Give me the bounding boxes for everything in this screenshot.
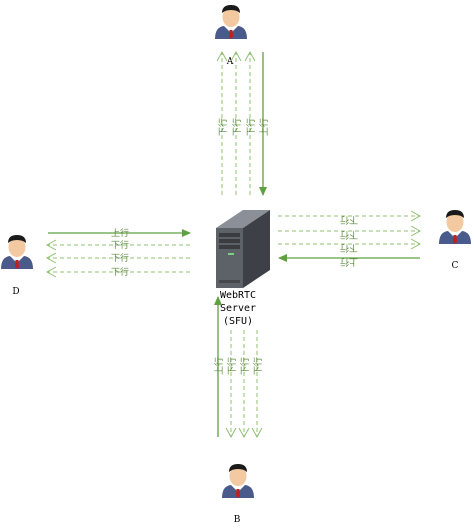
server-label-line1: WebRTC bbox=[220, 290, 256, 301]
a-downlink-3-label: 下行 bbox=[245, 118, 257, 136]
b-downlink-1-label: 下行 bbox=[226, 357, 238, 375]
a-downlink-1-label: 下行 bbox=[217, 118, 229, 136]
a-uplink-label: 上行 bbox=[258, 118, 270, 136]
user-b-label: B bbox=[234, 515, 241, 525]
user-d-avatar bbox=[1, 235, 33, 269]
b-downlink-3-label: 下行 bbox=[252, 357, 264, 375]
d-downlink-3-label: 下行 bbox=[111, 266, 129, 278]
c-uplink-label: 上行 bbox=[340, 256, 358, 268]
c-downlink-2-label: 下行 bbox=[340, 229, 358, 241]
user-d-label: D bbox=[12, 287, 19, 297]
b-uplink-label: 上行 bbox=[213, 357, 225, 375]
c-downlink-3-label: 下行 bbox=[340, 242, 358, 254]
user-c-avatar bbox=[439, 210, 471, 244]
server-label-line3: (SFU) bbox=[223, 316, 253, 327]
user-a-label: A bbox=[226, 57, 234, 67]
d-downlink-2-label: 下行 bbox=[111, 252, 129, 264]
user-c-label: C bbox=[452, 261, 459, 271]
b-downlink-2-label: 下行 bbox=[239, 357, 251, 375]
d-downlink-1-label: 下行 bbox=[111, 239, 129, 251]
server-icon bbox=[216, 210, 270, 288]
user-a-avatar bbox=[215, 5, 247, 39]
d-uplink-label: 上行 bbox=[111, 227, 129, 239]
server-label-line2: Server bbox=[220, 303, 256, 314]
a-downlink-2-label: 下行 bbox=[231, 118, 243, 136]
c-downlink-1-label: 下行 bbox=[340, 214, 358, 226]
user-b-avatar bbox=[222, 464, 254, 498]
